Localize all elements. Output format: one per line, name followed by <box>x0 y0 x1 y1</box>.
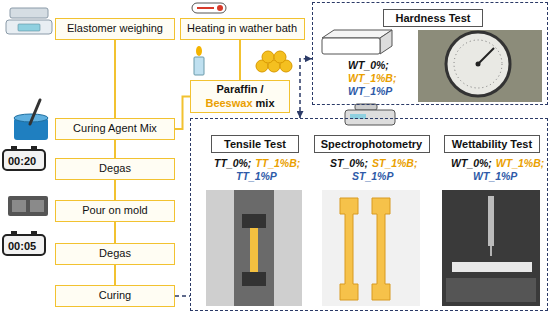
sample-code: ST_1%B; <box>372 158 418 170</box>
node-text: Degas <box>99 162 131 175</box>
sample-code: TT_1%B; <box>255 158 300 170</box>
sample-code: ST_0%; <box>330 158 368 170</box>
tensile-photo <box>206 190 302 306</box>
node-text: Tensile Test <box>224 138 286 150</box>
flow-line <box>114 222 116 243</box>
sample-code: WT_1%B; <box>348 73 396 85</box>
dashed-link <box>300 59 312 118</box>
flow-line <box>114 140 116 158</box>
text-run: Paraffin <box>216 83 257 95</box>
flow-line <box>239 40 241 80</box>
sample-code: WT_0%; <box>348 60 389 72</box>
timer-readout: 00:20 <box>8 155 36 167</box>
node-text: Hardness Test <box>396 12 471 24</box>
node-text: Curing <box>99 289 131 302</box>
node-text: Pour on mold <box>82 204 147 217</box>
sample-code: WT_1%P <box>473 171 517 183</box>
spectrophotometer-icon <box>345 104 395 125</box>
specimen-photo <box>322 190 420 306</box>
node-text: Spectrophotometry <box>321 138 422 150</box>
durometer-photo <box>418 30 542 102</box>
flow-line <box>114 40 116 118</box>
sample-code: TT_1%P <box>236 171 277 183</box>
test-panel: Tensile Test Spectrophotometry Wettability… <box>190 118 548 311</box>
node-text: Paraffin / Beeswax mix <box>196 83 284 109</box>
test-header: Hardness Test <box>383 9 483 27</box>
sample-code: WT_1%P <box>348 86 392 98</box>
dashed-link <box>175 295 190 297</box>
node-text: Curing Agent Mix <box>73 122 157 135</box>
process-box: Curing Agent Mix <box>55 118 175 140</box>
process-box: Pour on mold <box>55 200 175 222</box>
node-text: Heating in wather bath <box>187 22 297 35</box>
sample-code: TT_0%; <box>214 158 251 170</box>
process-box: Heating in wather bath <box>180 18 305 40</box>
flow-line <box>114 180 116 200</box>
thermometer-icon <box>192 3 226 13</box>
text-run: mix <box>256 97 275 109</box>
flow-line <box>175 97 190 130</box>
node-text: Wettability Test <box>452 138 532 150</box>
text-run: / <box>260 83 263 95</box>
mixing-pot-icon <box>14 100 48 140</box>
node-text: Degas <box>99 247 131 260</box>
timer-icon <box>3 146 45 170</box>
wettability-photo <box>442 190 540 306</box>
process-box: Curing <box>55 285 175 307</box>
timer-icon <box>3 231 45 255</box>
test-header: Wettability Test <box>444 135 540 153</box>
flow-line <box>114 265 116 285</box>
hardness-specimen <box>322 30 392 54</box>
sample-code: ST_1%P <box>352 171 393 183</box>
test-header: Tensile Test <box>211 135 299 153</box>
sample-code: WT_1%B; <box>496 158 544 170</box>
sample-code: WT_0%; <box>451 158 492 170</box>
beeswax-icon <box>256 51 292 72</box>
candle-icon <box>194 46 204 75</box>
node-text: Elastomer weighing <box>67 22 163 35</box>
process-box: Elastomer weighing <box>55 18 175 40</box>
process-box: Degas <box>55 243 175 265</box>
scale-icon <box>6 8 52 34</box>
test-panel: Hardness Test <box>312 2 548 105</box>
process-box: Paraffin / Beeswax mix <box>190 80 290 113</box>
text-run: Beeswax <box>205 97 252 109</box>
timer-readout: 00:05 <box>8 240 36 252</box>
process-box: Degas <box>55 158 175 180</box>
test-header: Spectrophotometry <box>314 135 430 153</box>
mold-icon <box>8 196 48 216</box>
